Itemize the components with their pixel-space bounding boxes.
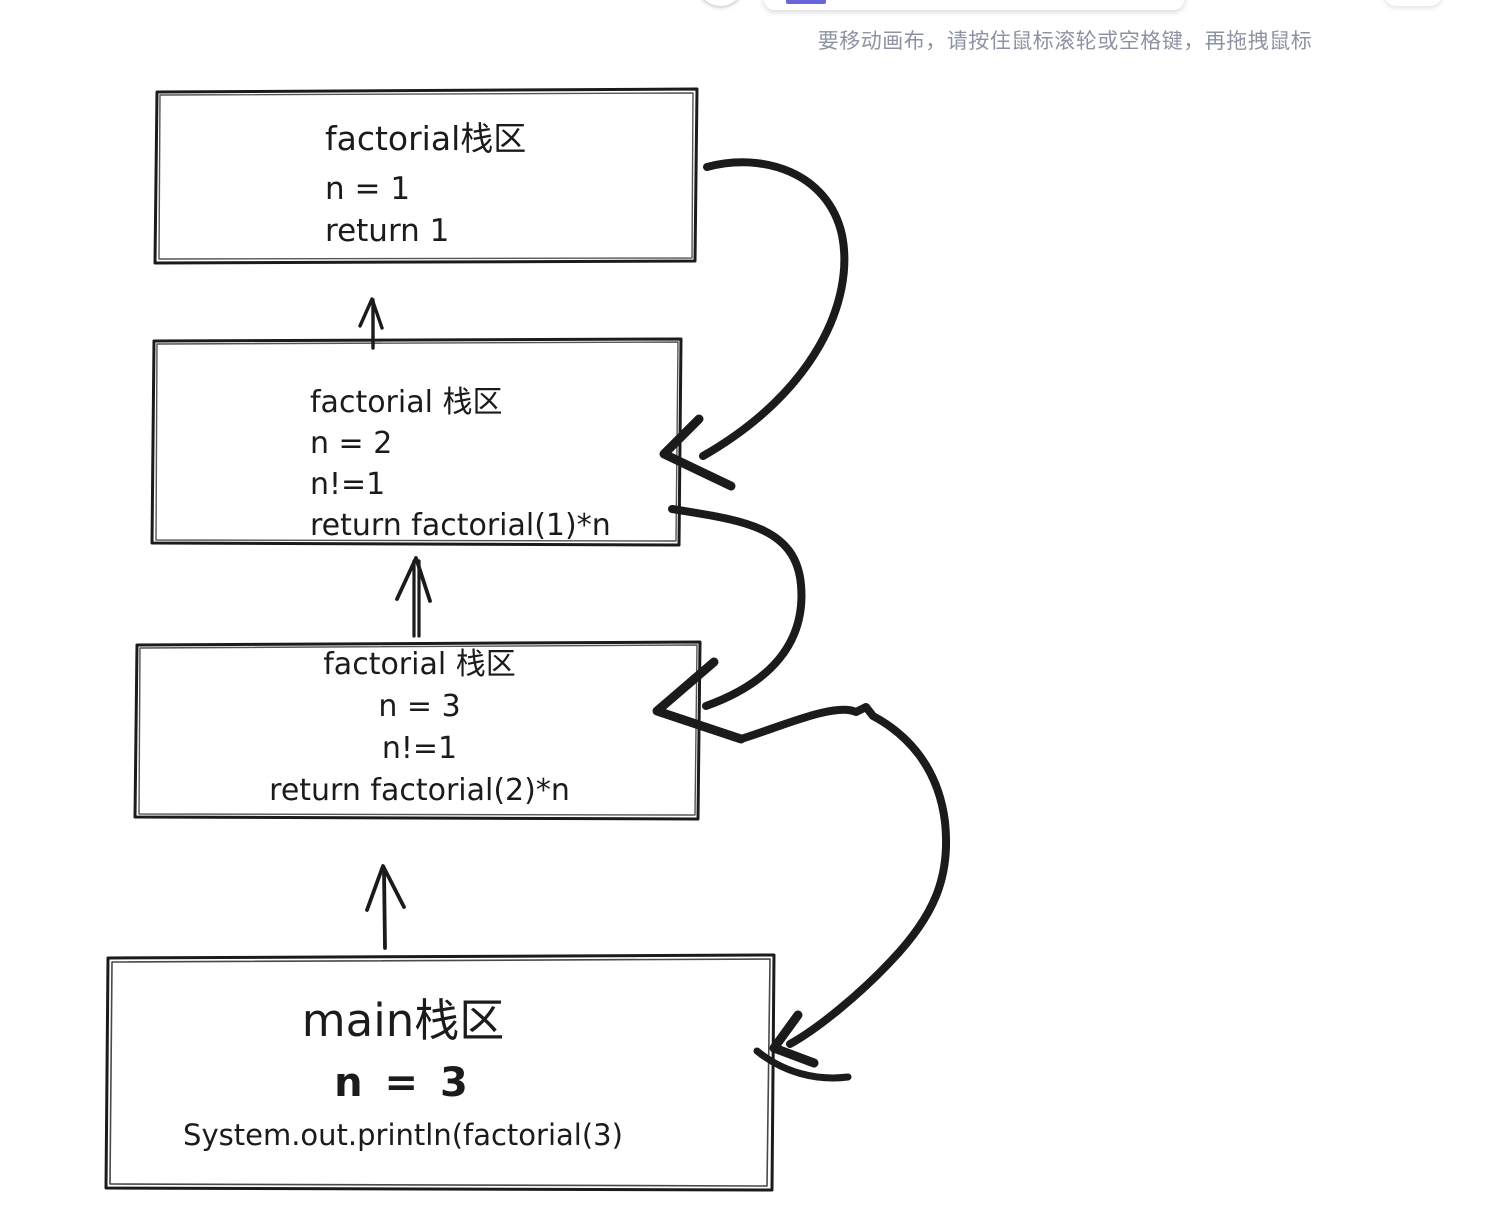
library-button[interactable]	[1384, 0, 1442, 6]
frame-title[interactable]: main栈区	[301, 994, 505, 1047]
canvas-pan-hint: 要移动画布，请按住鼠标滚轮或空格键，再拖拽鼠标	[817, 29, 1313, 53]
return-arrow-n1-to-n2[interactable]	[659, 158, 849, 491]
frame-main-text[interactable]: main栈区 n = 3 System.out.println(factoria…	[108, 998, 698, 1150]
frame-title[interactable]: factorial栈区	[325, 119, 527, 158]
call-arrow-main-to-n3[interactable]	[365, 864, 406, 950]
frame-factorial-n1-text[interactable]: factorial栈区 n = 1 return 1	[325, 122, 526, 247]
tool-toolbar[interactable]	[764, 0, 1184, 10]
selected-tool-indicator	[786, 0, 826, 4]
frame-line[interactable]: return 1	[325, 213, 450, 249]
frame-line[interactable]: n!=1	[310, 467, 386, 502]
call-arrow-n3-to-n2[interactable]	[395, 556, 432, 638]
return-arrow-n2-to-n3[interactable]	[652, 505, 806, 744]
frame-line[interactable]: return factorial(1)*n	[310, 508, 611, 543]
frame-title[interactable]: factorial 栈区	[310, 385, 503, 420]
frame-line[interactable]: n = 1	[325, 171, 411, 207]
frame-box-factorial-n1[interactable]	[153, 87, 699, 265]
frame-box-main[interactable]	[104, 953, 776, 1192]
frame-factorial-n2-text[interactable]: factorial 栈区 n = 2 n!=1 return factorial…	[310, 388, 611, 552]
frame-line[interactable]: n = 2	[310, 426, 393, 461]
frame-title[interactable]: factorial 栈区	[323, 647, 516, 682]
frame-line[interactable]: System.out.println(factorial(3)	[183, 1118, 623, 1152]
frame-line[interactable]: n!=1	[381, 731, 458, 766]
frame-box-factorial-n3[interactable]	[133, 640, 702, 821]
frame-line[interactable]: return factorial(2)*n	[269, 773, 570, 808]
menu-circle-button[interactable]	[697, 0, 744, 6]
frame-line[interactable]: n = 3	[334, 1060, 472, 1106]
return-arrow-n3-to-main[interactable]	[737, 703, 951, 1082]
frame-box-factorial-n2[interactable]	[150, 337, 683, 547]
call-arrow-n2-to-n1[interactable]	[358, 297, 384, 350]
frame-line[interactable]: n = 3	[378, 689, 461, 724]
frame-factorial-n3-text[interactable]: factorial 栈区 n = 3 n!=1 return factorial…	[137, 650, 702, 818]
